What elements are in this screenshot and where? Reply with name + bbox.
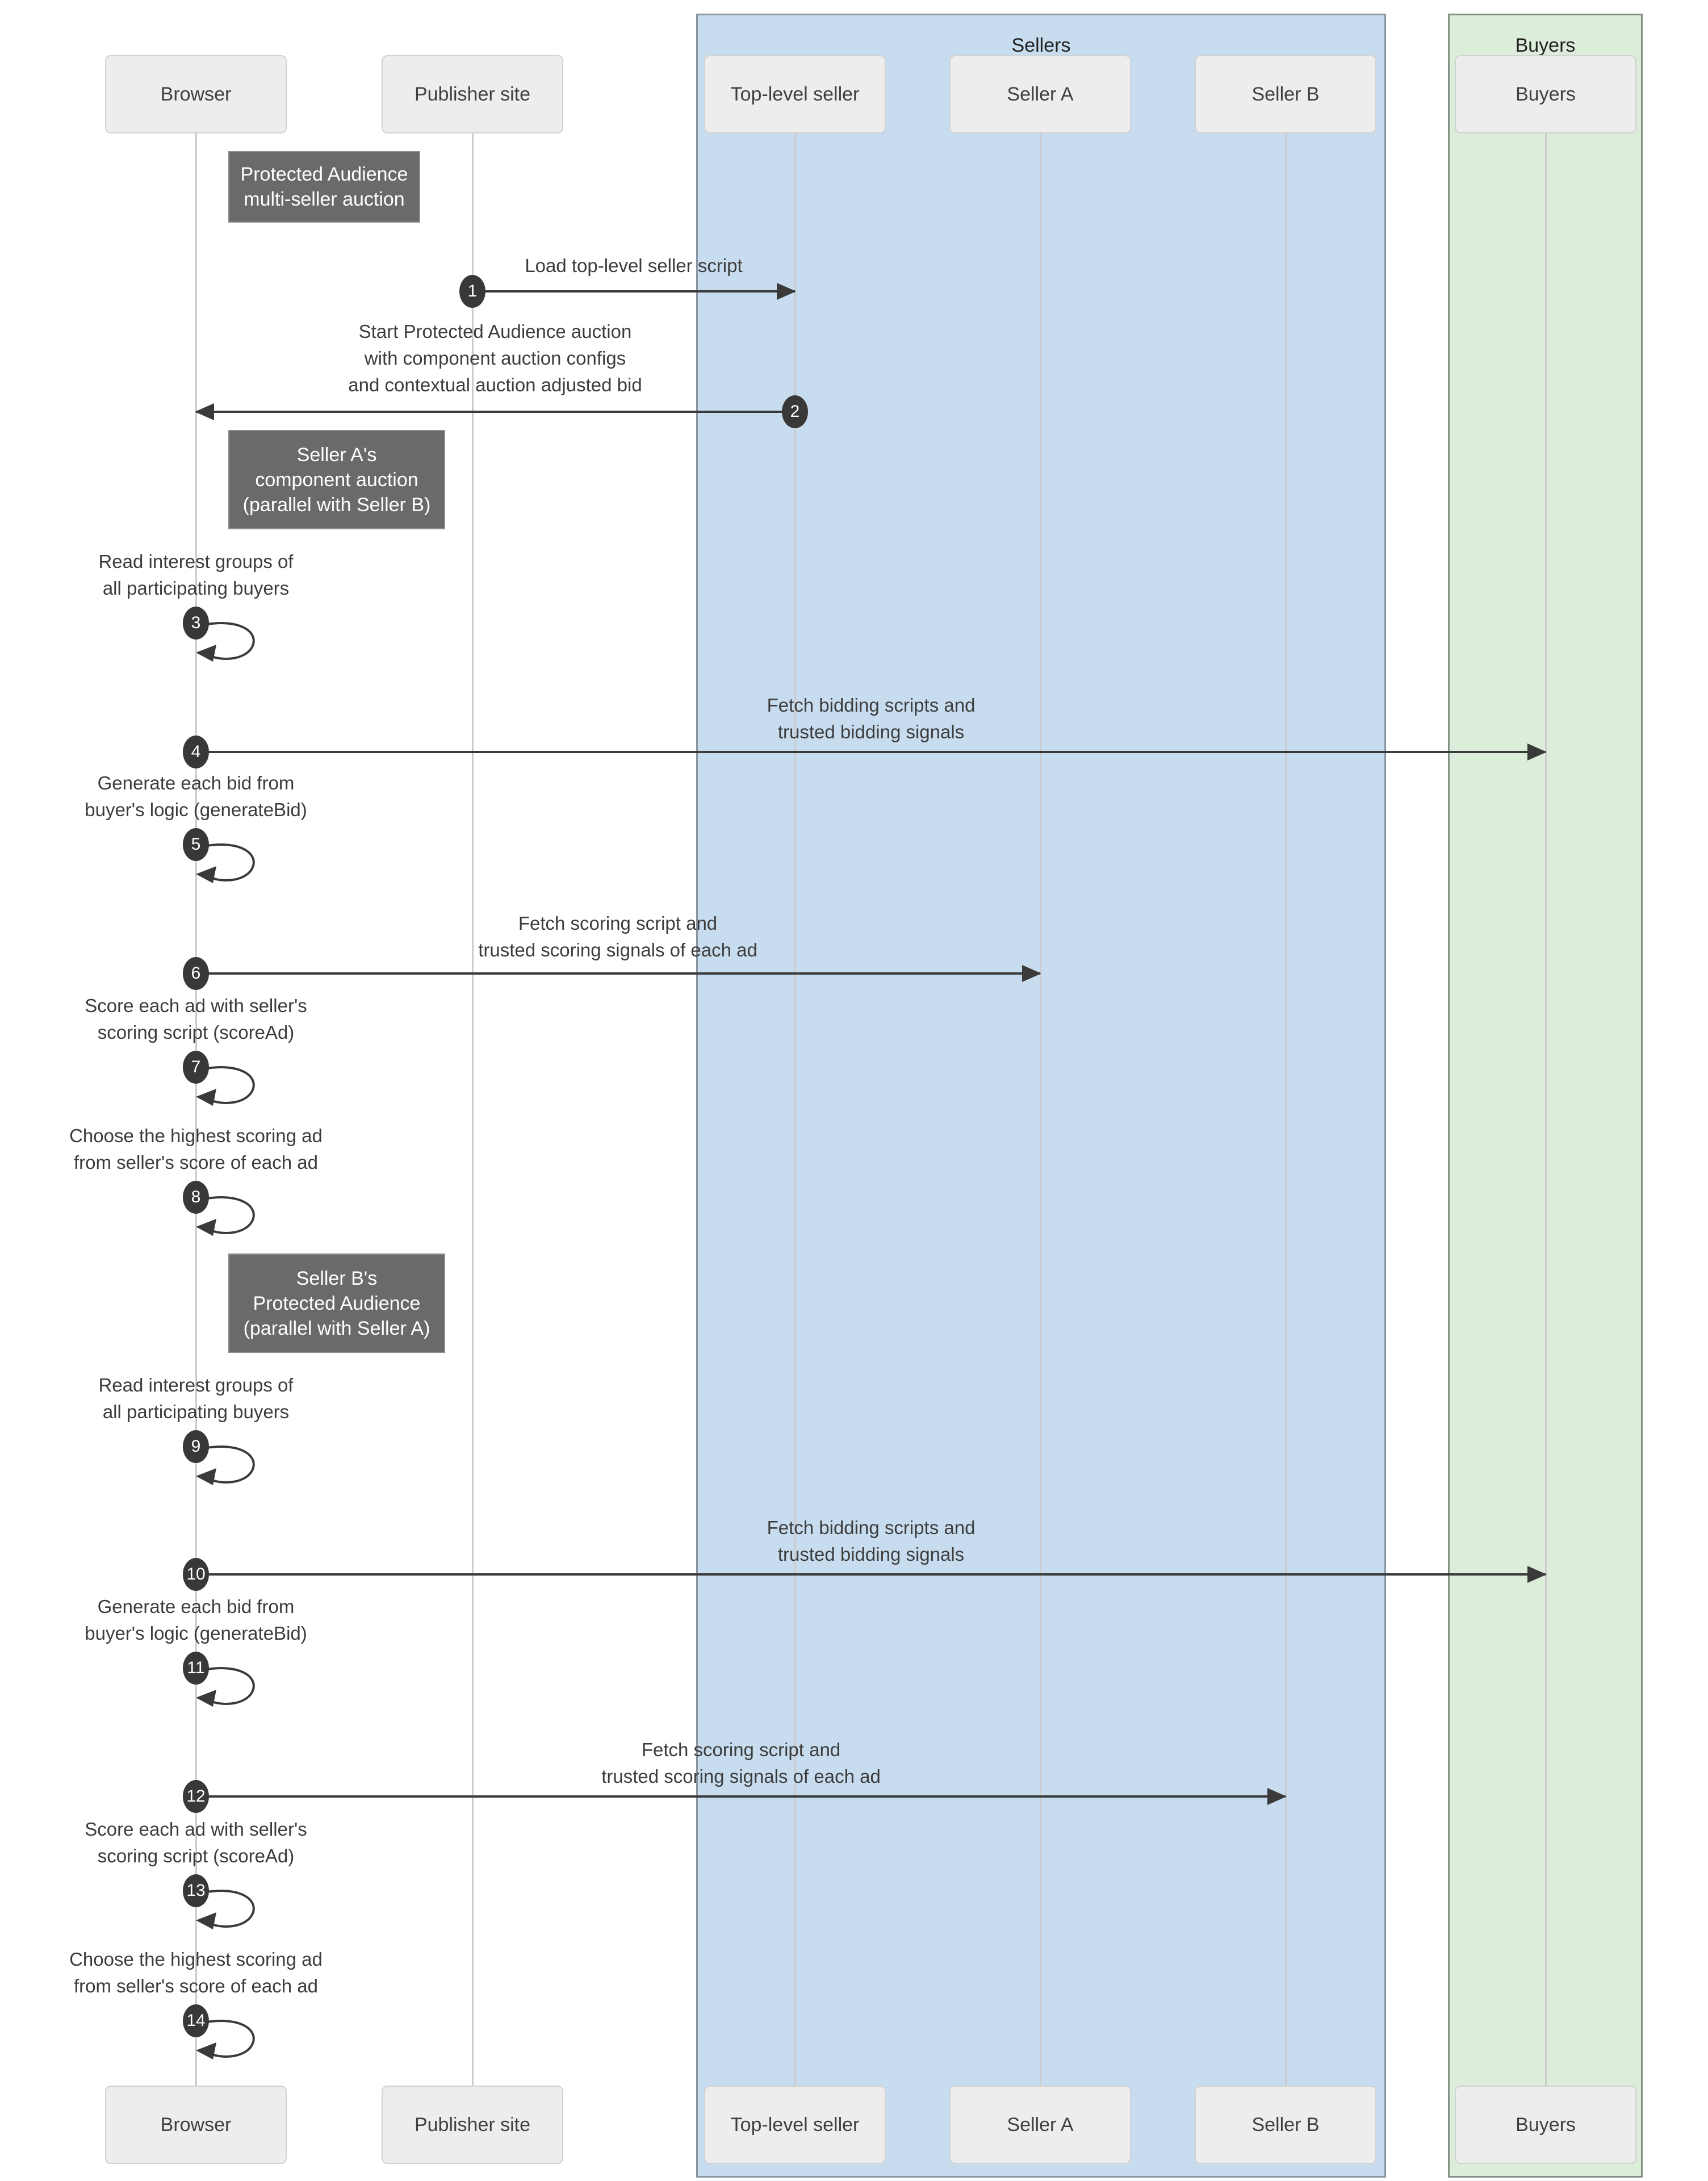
message-4-arrow — [196, 743, 1547, 761]
sellers-group-label: Sellers — [1011, 35, 1071, 56]
message-14-self-loop-arrow — [196, 2020, 255, 2059]
message-11-number: 11 — [183, 1652, 209, 1685]
message-10-arrow — [196, 1566, 1547, 1583]
message-13-self-loop-arrow — [196, 1890, 255, 1929]
message-14-number: 14 — [183, 2004, 209, 2037]
message-7-label: Score each ad with seller's scoring scri… — [85, 995, 307, 1043]
participant-browser-bottom: Browser — [105, 2086, 287, 2164]
message-10-number: 10 — [183, 1558, 209, 1591]
message-1-label: Load top-level seller script — [525, 255, 743, 276]
message-6-number: 6 — [183, 957, 209, 990]
message-1-number: 1 — [459, 275, 485, 308]
message-6-arrow — [196, 965, 1041, 982]
participant-seller-a-bottom: Seller A — [949, 2086, 1131, 2164]
participant-buyers-bottom: Buyers — [1455, 2086, 1636, 2164]
message-10-label: Fetch bidding scripts and trusted biddin… — [767, 1517, 976, 1565]
lifeline-seller-a — [1040, 133, 1041, 2086]
message-12-label: Fetch scoring script and trusted scoring… — [601, 1739, 881, 1787]
message-12-number: 12 — [183, 1780, 209, 1813]
message-1-arrow — [472, 283, 796, 300]
message-11-label: Generate each bid from buyer's logic (ge… — [85, 1596, 307, 1644]
note-seller-a-component-auction: Seller A's component auction (parallel w… — [228, 430, 445, 529]
lifeline-buyers — [1545, 133, 1547, 2086]
message-7-self-loop-arrow — [196, 1066, 255, 1106]
message-5-label: Generate each bid from buyer's logic (ge… — [85, 772, 307, 820]
message-3-number: 3 — [183, 607, 209, 640]
participant-top-level-seller-top: Top-level seller — [704, 55, 886, 133]
message-14-label: Choose the highest scoring ad from selle… — [69, 1949, 323, 1996]
message-3-label: Read interest groups of all participatin… — [98, 551, 294, 599]
participant-publisher-site-top: Publisher site — [382, 55, 563, 133]
note-seller-b-protected-audience: Seller B's Protected Audience (parallel … — [228, 1254, 445, 1353]
message-11-self-loop-arrow — [196, 1667, 255, 1707]
participant-publisher-site-bottom: Publisher site — [382, 2086, 563, 2164]
participant-seller-b-top: Seller B — [1195, 55, 1376, 133]
message-13-number: 13 — [183, 1874, 209, 1907]
message-9-number: 9 — [183, 1430, 209, 1463]
lifeline-seller-b — [1285, 133, 1287, 2086]
message-2-arrow — [195, 403, 795, 420]
message-2-label: Start Protected Audience auction with co… — [348, 321, 642, 395]
message-5-self-loop-arrow — [196, 843, 255, 883]
note-multi-seller-auction: Protected Audience multi-seller auction — [228, 151, 420, 223]
message-5-number: 5 — [183, 828, 209, 861]
participant-browser-top: Browser — [105, 55, 287, 133]
participant-buyers-top: Buyers — [1455, 55, 1636, 133]
message-8-self-loop-arrow — [196, 1196, 255, 1236]
message-4-number: 4 — [183, 736, 209, 768]
lifeline-top-level-seller — [794, 133, 796, 2086]
message-3-self-loop-arrow — [196, 622, 255, 662]
participant-seller-a-top: Seller A — [949, 55, 1131, 133]
participant-top-level-seller-bottom: Top-level seller — [704, 2086, 886, 2164]
message-8-number: 8 — [183, 1181, 209, 1214]
message-7-number: 7 — [183, 1051, 209, 1084]
message-12-arrow — [196, 1788, 1287, 1805]
buyers-group-label: Buyers — [1515, 35, 1576, 56]
message-8-label: Choose the highest scoring ad from selle… — [69, 1125, 323, 1173]
message-2-number: 2 — [782, 395, 808, 428]
message-9-self-loop-arrow — [196, 1445, 255, 1485]
lifeline-browser — [195, 133, 197, 2086]
lifeline-publisher-site — [472, 133, 474, 2086]
participant-seller-b-bottom: Seller B — [1195, 2086, 1376, 2164]
message-13-label: Score each ad with seller's scoring scri… — [85, 1819, 307, 1866]
message-9-label: Read interest groups of all participatin… — [98, 1374, 294, 1422]
message-6-label: Fetch scoring script and trusted scoring… — [478, 913, 757, 960]
message-4-label: Fetch bidding scripts and trusted biddin… — [767, 695, 976, 742]
